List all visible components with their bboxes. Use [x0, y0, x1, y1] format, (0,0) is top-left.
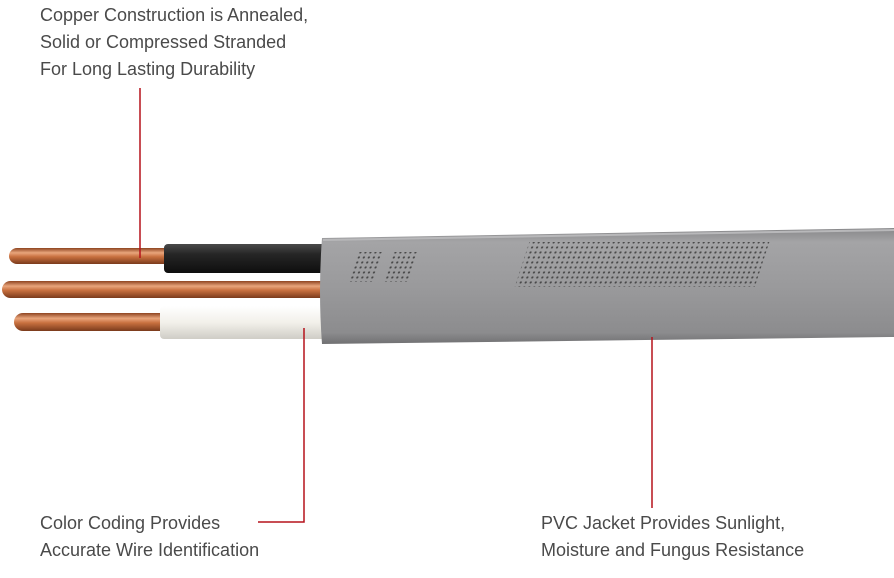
bottom-copper-conductor [14, 313, 179, 331]
color-coding-callout: Color Coding Provides Accurate Wire Iden… [40, 510, 259, 564]
middle-copper-conductor [2, 281, 332, 298]
callout-line: Accurate Wire Identification [40, 540, 260, 560]
copper-construction-callout: Copper Construction is Annealed, Solid o… [40, 2, 308, 83]
callout-line: Moisture and Fungus Resistance [541, 540, 805, 560]
black-insulated-wire [164, 244, 334, 273]
callout-line: Solid or Compressed Stranded [40, 32, 287, 52]
pvc-jacket-callout: PVC Jacket Provides Sunlight, Moisture a… [541, 510, 804, 564]
jacket-print-marks [348, 242, 770, 287]
jacket-highlight [322, 229, 894, 241]
white-insulated-wire [160, 306, 334, 339]
callout-line: Copper Construction is Annealed, [40, 5, 309, 25]
callout-line: For Long Lasting Durability [40, 59, 256, 79]
top-copper-conductor [9, 248, 174, 264]
callout-line: PVC Jacket Provides Sunlight, [541, 513, 786, 533]
color-coding-leader-line [258, 328, 305, 523]
callout-line: Color Coding Provides [40, 513, 221, 533]
